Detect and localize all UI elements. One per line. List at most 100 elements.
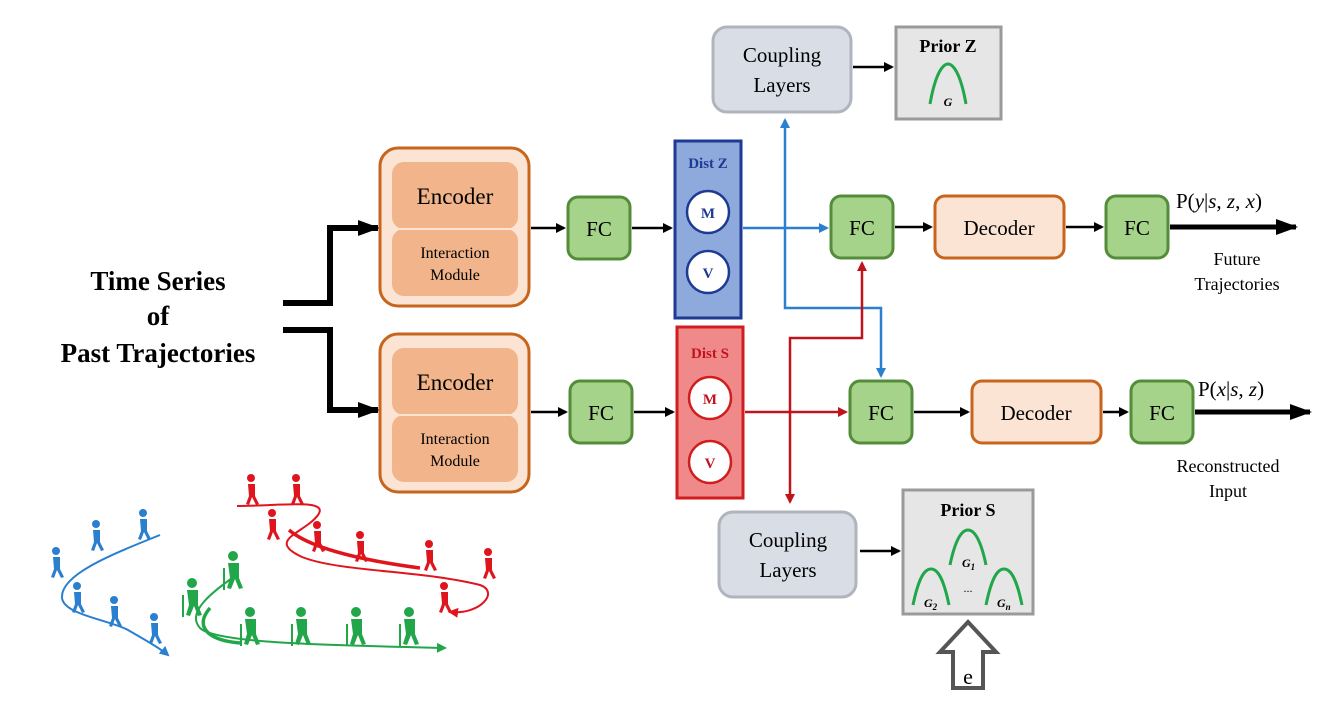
walker-icon: [72, 582, 85, 613]
dist-s-title: Dist S: [691, 346, 729, 362]
walker-icon: [439, 582, 452, 613]
walker-icon: [91, 520, 104, 551]
prior-z-title: Prior Z: [919, 36, 976, 56]
prior-z-gaussian: [928, 62, 968, 105]
input-label-line3: Past Trajectories: [61, 338, 256, 368]
prior-s-gaussian-n: [984, 567, 1024, 606]
walker-icon: [424, 540, 437, 571]
prior-s-gn: Gn: [997, 596, 1011, 612]
fc-label-merge-bottom: FC: [868, 401, 894, 425]
decoder-top: Decoder: [933, 194, 1066, 260]
interaction-label-bottom-line2: Module: [430, 453, 480, 470]
walker-elder-icon: [346, 607, 366, 646]
encoder-block-top: Encoder Interaction Module: [378, 146, 531, 308]
fc-block-encoder-top: FC: [566, 195, 632, 261]
fc-label-encoder-bottom: FC: [588, 401, 614, 425]
walkers-blue: [51, 509, 162, 644]
dist-s-var-circle: [687, 439, 733, 485]
walker-elder-icon: [223, 551, 243, 590]
interaction-module-box-bottom: [392, 415, 518, 482]
trajectory-red-path: [236, 503, 489, 618]
dist-z-v-label: V: [703, 266, 714, 282]
decoder-label-bottom: Decoder: [1000, 401, 1071, 425]
interaction-label-bottom-line1: Interaction: [420, 431, 489, 448]
coupling-bottom-line2: Layers: [759, 558, 816, 582]
output-bottom-line1: Reconstructed: [1177, 456, 1280, 476]
walker-icon: [312, 521, 325, 552]
trajectory-illustration: [51, 474, 496, 657]
arrow-dists-fc-top: [788, 261, 867, 412]
trajectory-red-thick: [287, 528, 421, 570]
walkers-green: [182, 551, 419, 646]
encoder-label-top: Encoder: [417, 184, 494, 209]
fc-label-output-top: FC: [1124, 216, 1150, 240]
output-bottom-formula: P(x|s, z): [1198, 377, 1264, 401]
encoder-box-top: [392, 162, 518, 229]
interaction-label-top-line2: Module: [430, 267, 480, 284]
decoder-bottom: Decoder: [970, 379, 1103, 445]
encoder-block-bottom: Encoder Interaction Module: [378, 332, 531, 494]
dist-s-m-label: M: [703, 392, 717, 408]
coupling-top-line1: Coupling: [743, 43, 822, 67]
walker-icon: [109, 596, 122, 627]
fc-label-merge-top: FC: [849, 216, 875, 240]
prior-z-g-label: G: [944, 95, 953, 109]
input-label-line2: of: [147, 301, 171, 331]
dist-s-v-label: V: [705, 456, 716, 472]
walkers-red: [246, 474, 496, 613]
encoder-box-bottom: [392, 348, 518, 415]
output-top-formula: P(y|s, z, x): [1176, 189, 1262, 213]
prior-s-box: Prior S G1 G2 Gn ...: [901, 488, 1035, 616]
dist-z-block: Dist Z M V: [673, 139, 743, 320]
fc-label-output-bottom: FC: [1149, 401, 1175, 425]
dist-s-mean-circle: [687, 375, 733, 421]
walker-elder-icon: [399, 607, 419, 646]
input-label: Time Series of Past Trajectories: [61, 266, 256, 368]
input-arrow-top: [283, 220, 380, 306]
output-top-line2: Trajectories: [1194, 274, 1279, 294]
walker-elder-icon: [240, 607, 260, 646]
walker-icon: [355, 531, 368, 562]
walker-elder-icon: [291, 607, 311, 646]
encoder-label-bottom: Encoder: [417, 370, 494, 395]
interaction-module-box-top: [392, 229, 518, 296]
dist-z-m-label: M: [701, 206, 715, 222]
walker-elder-icon: [182, 578, 202, 617]
prior-s-gaussian-2: [911, 567, 951, 606]
prior-s-g1: G1: [962, 556, 975, 572]
walker-icon: [246, 474, 259, 505]
fc-label-encoder-top: FC: [586, 217, 612, 241]
trajectory-green-thick: [201, 606, 241, 645]
fc-block-output-bottom: FC: [1129, 379, 1195, 445]
e-label: e: [963, 664, 973, 689]
fc-block-merge-bottom: FC: [848, 379, 914, 445]
dist-z-var-circle: [685, 249, 731, 295]
prior-s-dots: ...: [964, 581, 973, 595]
dist-s-block: Dist S M V: [675, 325, 745, 500]
walker-icon: [483, 548, 496, 579]
coupling-layers-top: Coupling Layers: [711, 25, 853, 114]
dist-z-mean-circle: [685, 189, 731, 235]
prior-s-gaussian-1: [948, 528, 988, 566]
walker-icon: [291, 474, 304, 505]
interaction-label-top-line1: Interaction: [420, 245, 489, 262]
coupling-layers-bottom: Coupling Layers: [717, 510, 858, 599]
output-bottom-line2: Input: [1209, 481, 1247, 501]
walker-icon: [267, 509, 280, 540]
coupling-top-line2: Layers: [753, 73, 810, 97]
decoder-label-top: Decoder: [963, 216, 1034, 240]
arrow-distz-fc-bottom: [783, 228, 886, 378]
output-top-line1: Future: [1214, 249, 1261, 269]
fc-block-encoder-bottom: FC: [568, 379, 634, 445]
walker-icon: [138, 509, 151, 540]
walker-icon: [149, 613, 162, 644]
dist-z-title: Dist Z: [688, 156, 728, 172]
walker-icon: [51, 547, 64, 578]
coupling-bottom-line1: Coupling: [749, 528, 828, 552]
input-label-line1: Time Series: [90, 266, 225, 296]
prior-z-box: Prior Z G: [894, 25, 1003, 121]
fc-block-merge-top: FC: [829, 194, 895, 260]
input-arrow-bottom: [283, 327, 380, 418]
prior-s-title: Prior S: [940, 500, 995, 520]
